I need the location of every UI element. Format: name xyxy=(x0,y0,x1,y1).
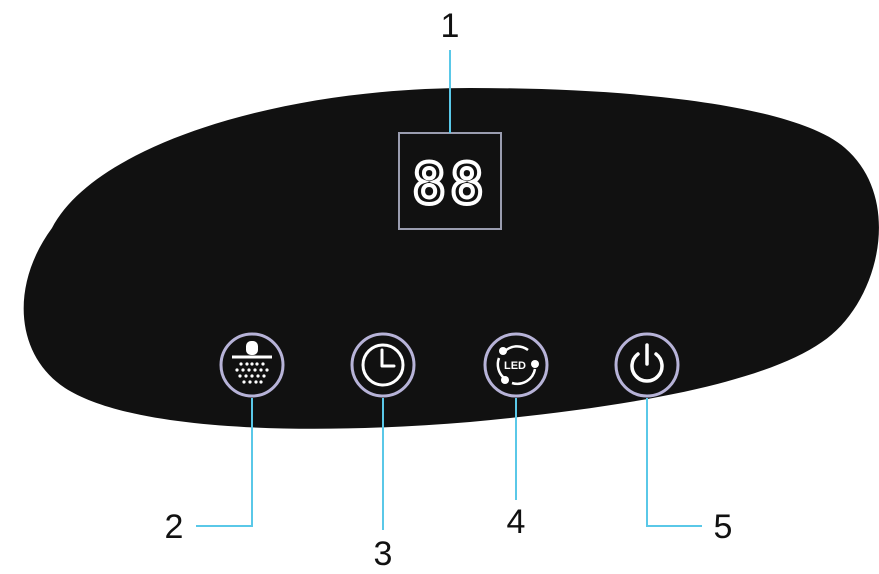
control-panel-body xyxy=(23,88,879,429)
leader-line-5 xyxy=(646,398,702,527)
digital-display: 88 xyxy=(398,132,502,230)
leader-lines xyxy=(196,50,702,530)
callout-2: 2 xyxy=(165,508,184,546)
display-digits: 88 xyxy=(412,152,487,217)
timer-button[interactable] xyxy=(350,332,416,398)
mist-button[interactable] xyxy=(219,332,285,398)
callout-1: 1 xyxy=(441,7,460,45)
power-icon xyxy=(630,343,664,383)
callout-3: 3 xyxy=(374,535,393,573)
led-icon: LED xyxy=(496,345,539,385)
leader-line-2 xyxy=(196,398,253,527)
power-button[interactable] xyxy=(614,332,680,398)
callout-4: 4 xyxy=(507,503,526,541)
led-button[interactable]: LED xyxy=(483,332,549,398)
callout-5: 5 xyxy=(714,508,733,546)
led-icon-text: LED xyxy=(504,360,526,372)
mist-spray-icon xyxy=(232,341,272,384)
clock-icon xyxy=(361,343,405,387)
